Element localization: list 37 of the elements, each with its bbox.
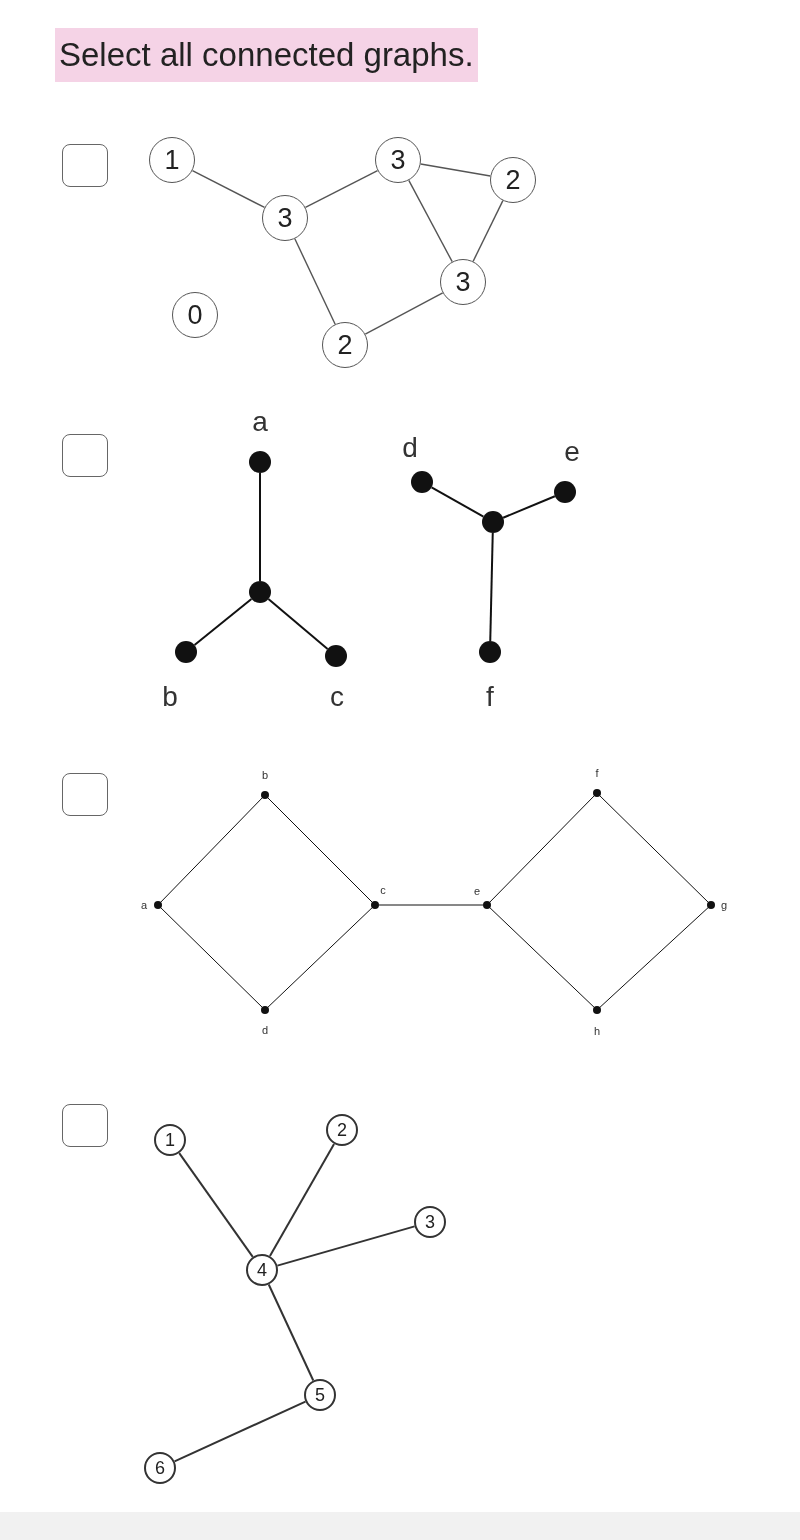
graph-edge	[489, 907, 595, 1008]
graph-edge	[408, 179, 453, 263]
vertex-label: f	[595, 767, 599, 779]
graph-edge	[304, 169, 379, 209]
vertex-label: d	[261, 1024, 269, 1036]
graph-edge	[267, 907, 373, 1008]
graph-edge	[160, 797, 263, 903]
graph-edge	[489, 795, 595, 903]
graph-edge	[259, 472, 261, 582]
graph-edge	[364, 292, 444, 335]
graph-edge	[191, 169, 266, 209]
graph-edge	[502, 495, 556, 519]
vertex-label: a	[252, 408, 268, 436]
question-title: Select all connected graphs.	[55, 28, 478, 82]
graph-edge	[430, 486, 485, 518]
vertex-label: a	[140, 899, 148, 911]
vertex-label: f	[486, 683, 494, 711]
graph-edge	[419, 163, 492, 177]
graph-edge	[267, 598, 329, 650]
vertex-label: e	[473, 885, 481, 897]
vertex-label: c	[380, 884, 386, 896]
vertex-label: d	[402, 434, 418, 462]
vertex-label: h	[593, 1025, 601, 1037]
vertex-label: e	[564, 438, 580, 466]
graph-edge	[378, 904, 484, 906]
graph-edge	[489, 532, 494, 642]
vertex-label: g	[720, 899, 728, 911]
graph-edge	[267, 797, 373, 903]
graph-edge	[193, 597, 253, 647]
graph-edge	[599, 795, 709, 903]
graph-edge	[160, 907, 263, 1008]
graph-edge	[599, 907, 709, 1008]
graph-edge	[294, 238, 336, 325]
graph-edge	[472, 199, 504, 263]
vertex-label: c	[330, 683, 344, 711]
vertex-label: b	[162, 683, 178, 711]
vertex-label: b	[261, 769, 269, 781]
